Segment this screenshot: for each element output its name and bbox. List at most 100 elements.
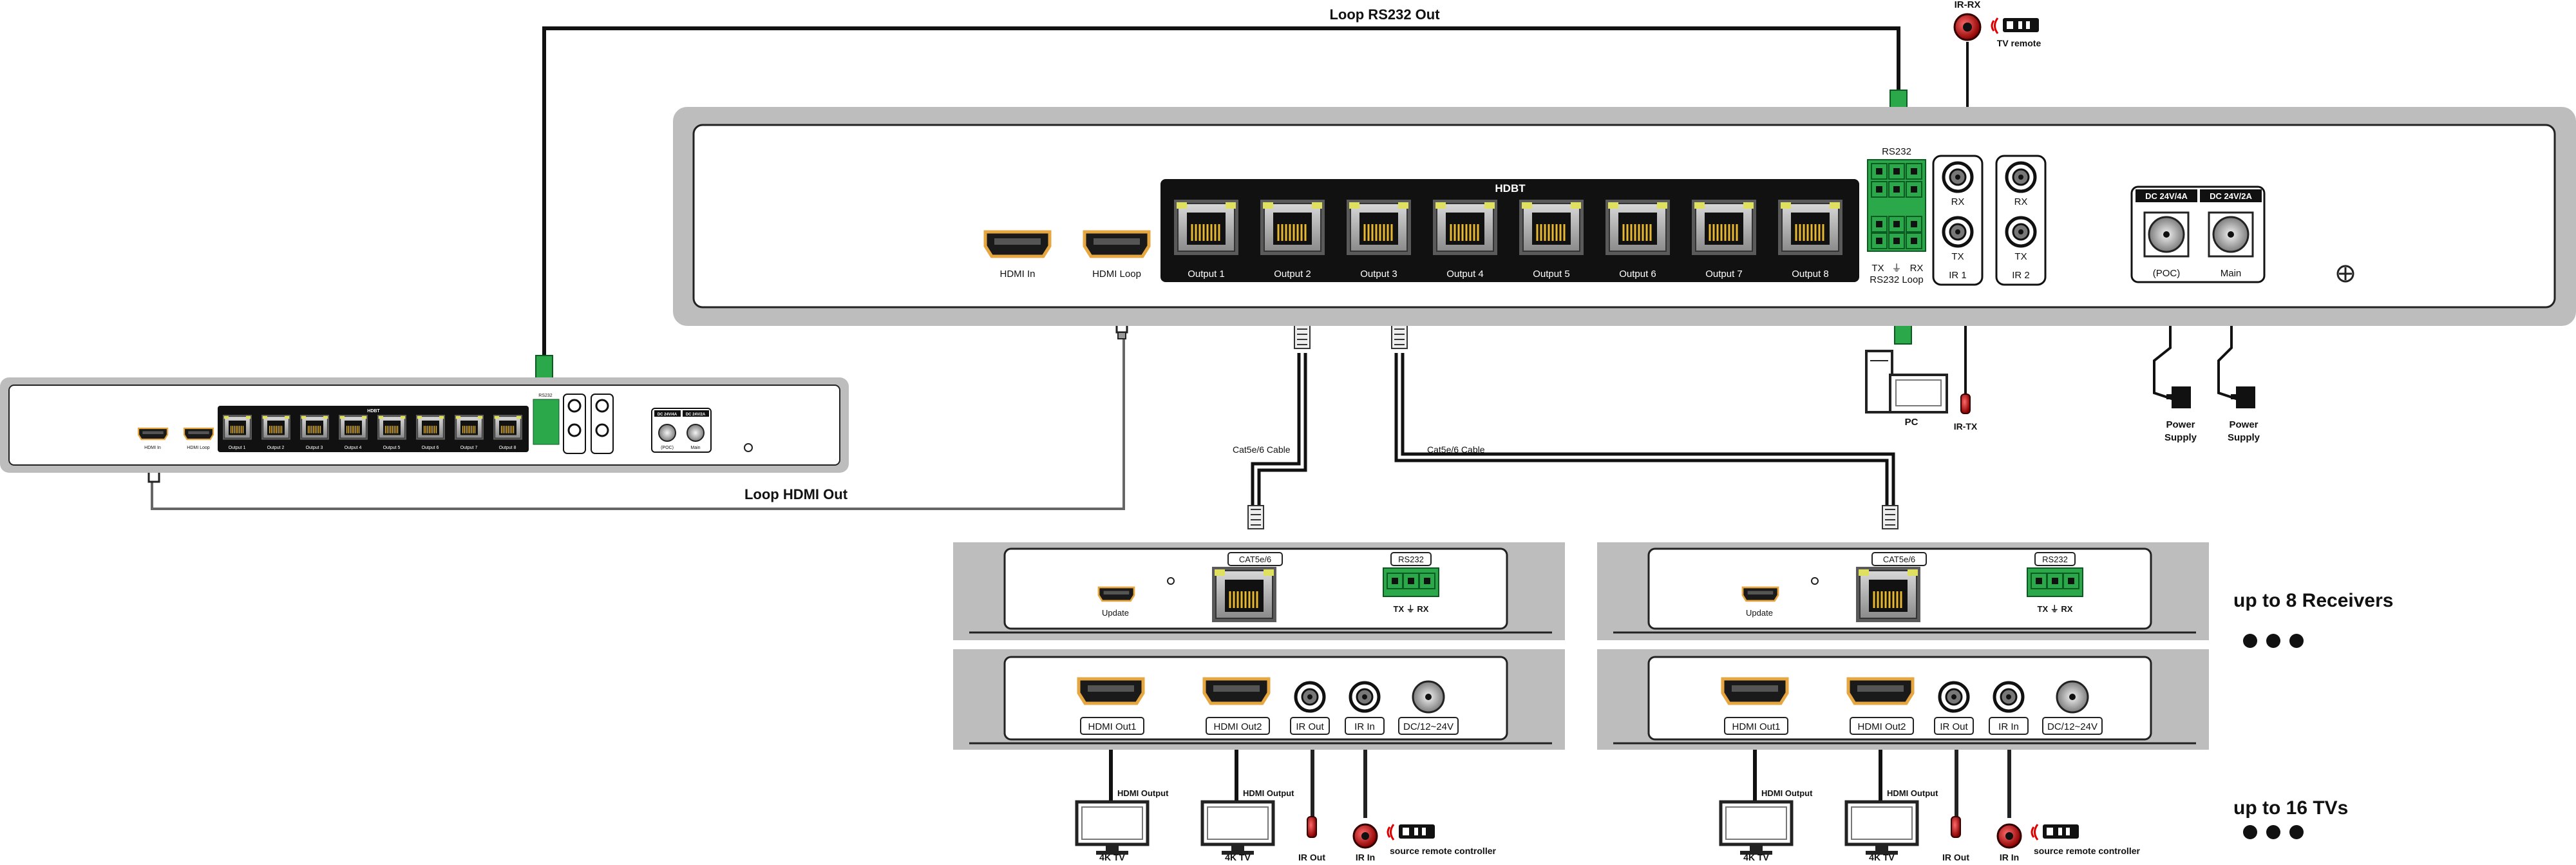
rj45-output-2 — [1259, 198, 1326, 256]
hdbt-title: HDBT — [1495, 182, 1526, 195]
ir-tx-emitter: IR-TX — [1954, 394, 1978, 432]
tv-icon — [1202, 802, 1273, 855]
update-label: Update — [1746, 608, 1773, 618]
cat-cable-2 — [1394, 353, 1889, 509]
ground-icon: ⏚ — [1891, 263, 1901, 274]
small-output-label: Output 2 — [267, 446, 285, 450]
cable-label-2: Cat5e/6 Cable — [1427, 444, 1485, 455]
dc2-title: DC 24V/2A — [2210, 191, 2252, 201]
ir-in-device-label: IR In — [1356, 852, 1375, 862]
ir-emitter-icon — [1951, 816, 1961, 838]
ir-tx-label: IR-TX — [1954, 421, 1978, 432]
small-dc2-label: Main — [690, 446, 700, 450]
up-to-tvs-label: up to 16 TVs — [2233, 797, 2348, 819]
tv-icon — [1077, 802, 1148, 855]
ir2-label: IR 2 — [2012, 270, 2030, 281]
rs232-loop-cable — [542, 26, 1900, 356]
txrx-label: TX ⏚ RX — [1394, 604, 1429, 614]
svg-text:Supply: Supply — [2164, 432, 2197, 443]
cascaded-matrix: HDMI In HDMI Loop HDBT Output 1 Output 2… — [0, 377, 849, 473]
rs232-label: RS232 — [2042, 555, 2068, 564]
pc-icon: PC — [1865, 350, 1948, 428]
small-output-label: Output 1 — [229, 446, 246, 450]
ir2-tx-label: TX — [2014, 251, 2027, 262]
ir-in-label: IR In — [1354, 721, 1375, 732]
tv-label: 4K TV — [1099, 852, 1125, 862]
output-label: Output 8 — [1792, 269, 1829, 280]
remote-icon — [2031, 824, 2079, 841]
hdmi-out1-label: HDMI Out1 — [1732, 721, 1780, 732]
hdmi-output-label: HDMI Output — [1243, 788, 1294, 798]
tv-remote-icon: TV remote — [1991, 17, 2041, 48]
receiver-2: Update CAT5e/6 RS232 TX ⏚ RX HDMI Out1 H… — [1597, 542, 2209, 862]
dc2-label: Main — [2221, 268, 2242, 279]
ellipsis-dots — [2243, 825, 2304, 839]
remote-icon — [1387, 824, 1435, 841]
power-supply-1: Power Supply — [2164, 386, 2197, 443]
hdmi-out1-label: HDMI Out1 — [1088, 721, 1136, 732]
pc-label: PC — [1905, 417, 1918, 428]
small-rs232-title: RS232 — [538, 394, 553, 398]
hdmi-output-label: HDMI Output — [1117, 788, 1169, 798]
small-dc2-title: DC 24V/2A — [686, 413, 706, 417]
hdmi-loop-label: HDMI Loop — [1092, 269, 1141, 280]
txrx-label: TX ⏚ RX — [2038, 604, 2073, 614]
up-to-receivers-label: up to 8 Receivers — [2233, 590, 2393, 611]
hdmi-loop-port — [1084, 232, 1149, 256]
rj45-output-5 — [1518, 198, 1585, 256]
svg-text:Supply: Supply — [2228, 432, 2260, 443]
output-label: Output 6 — [1619, 269, 1656, 280]
ir1-tx-label: TX — [1951, 251, 1964, 262]
dc1-title: DC 24V/4A — [2145, 191, 2188, 201]
loop-hdmi-label: Loop HDMI Out — [744, 486, 848, 502]
ir-in-device-label: IR In — [2000, 852, 2019, 862]
power-supply-label-2: Power — [2229, 419, 2258, 430]
cat-label: CAT5e/6 — [1883, 555, 1915, 564]
small-dc1-title: DC 24V/4A — [658, 413, 677, 417]
ir-out-device-label: IR Out — [1942, 852, 1969, 862]
ir1-label: IR 1 — [1949, 270, 1967, 281]
output-label: Output 1 — [1188, 269, 1225, 280]
ir-in-label: IR In — [1998, 721, 2019, 732]
small-output-label: Output 8 — [499, 446, 516, 450]
power-supply-2: Power Supply — [2228, 386, 2260, 443]
rs232-label: RS232 — [1398, 555, 1424, 564]
ir-emitter-icon — [1307, 816, 1317, 838]
ir-out-device-label: IR Out — [1298, 852, 1325, 862]
hdmi-out2-label: HDMI Out2 — [1857, 721, 1906, 732]
cat-cable-1 — [1251, 353, 1301, 509]
rs232-rx-label: RX — [1910, 263, 1924, 274]
ir-out-label: IR Out — [1940, 721, 1968, 732]
rj45-output-4 — [1432, 198, 1499, 256]
tv-label: 4K TV — [1869, 852, 1895, 862]
rj45-output-6 — [1604, 198, 1671, 256]
receiver-1: Update CAT5e/6 RS232 TX ⏚ RX HDMI Out1 H… — [953, 542, 1565, 862]
hdmi-output-label: HDMI Output — [1761, 788, 1813, 798]
output-label: Output 7 — [1705, 269, 1743, 280]
output-label: Output 2 — [1274, 269, 1311, 280]
rs232-tx-label: TX — [1871, 263, 1884, 274]
tv-label: 4K TV — [1743, 852, 1769, 862]
ir-rx-top-label: IR-RX — [1955, 0, 1981, 10]
source-remote-label: source remote controller — [2034, 846, 2140, 856]
small-hdmi-in-label: HDMI In — [144, 446, 161, 450]
hdmi-loop-cable — [151, 330, 1125, 510]
small-output-label: Output 3 — [306, 446, 323, 450]
rj45-output-1 — [1173, 198, 1240, 256]
output-label: Output 5 — [1533, 269, 1570, 280]
small-hdbt-title: HDBT — [367, 409, 380, 413]
main-matrix: HDMI In HDMI Loop HDBT Output 1 Output 2… — [673, 107, 2576, 326]
small-hdmi-loop-label: HDMI Loop — [187, 446, 210, 450]
ir2-rx-label: RX — [2014, 196, 2028, 207]
ir1-rx-label: RX — [1951, 196, 1965, 207]
small-output-label: Output 6 — [422, 446, 439, 450]
dc-label: DC/12~24V — [1403, 721, 1454, 732]
tv-icon — [1721, 802, 1792, 855]
ir-rx-top: IR-RX — [1953, 0, 1982, 41]
tv-icon — [1846, 802, 1917, 855]
rs232-title: RS232 — [1882, 146, 1911, 157]
tv-label: 4K TV — [1225, 852, 1251, 862]
update-label: Update — [1102, 608, 1129, 618]
loop-rs232-label: Loop RS232 Out — [1329, 6, 1440, 23]
tv-remote-label: TV remote — [1997, 38, 2041, 48]
